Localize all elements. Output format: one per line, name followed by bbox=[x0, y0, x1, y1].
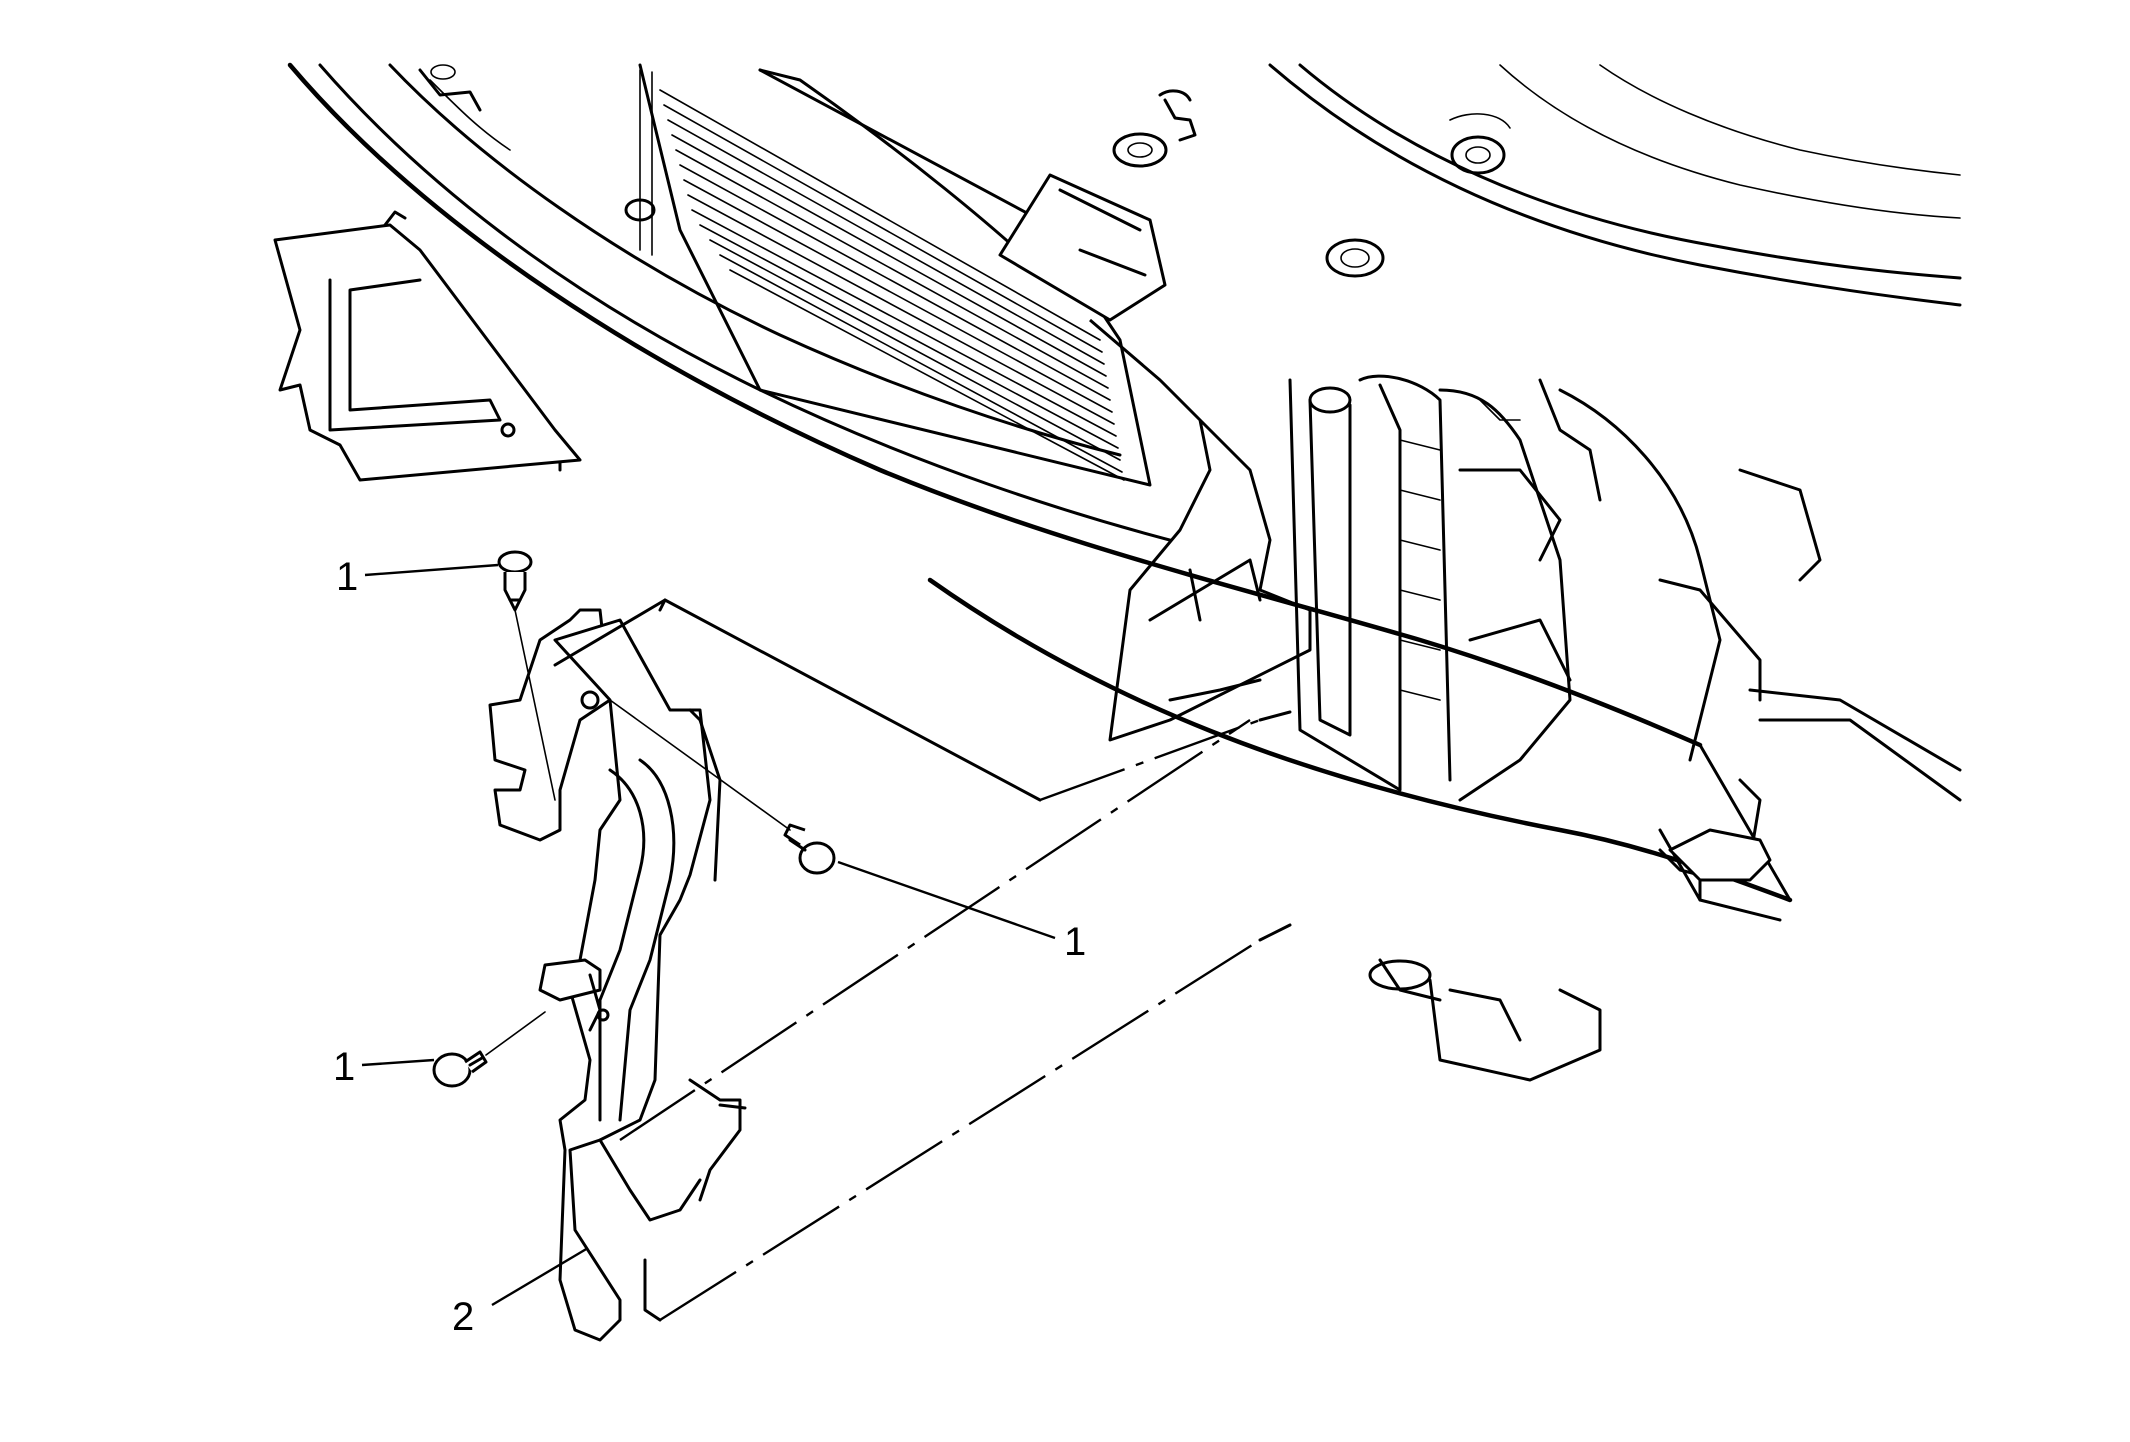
right-lower-structure bbox=[1368, 388, 1962, 1082]
callout-1-bottom: 1 bbox=[333, 1045, 355, 1089]
callout-2: 2 bbox=[452, 1295, 474, 1339]
air-baffle bbox=[998, 173, 1312, 742]
install-alignment-lines bbox=[485, 609, 791, 1056]
callout-leaders bbox=[361, 563, 1056, 1307]
deflector-panel bbox=[488, 608, 747, 1342]
retainer-top bbox=[497, 550, 533, 612]
radiator-core bbox=[624, 63, 1152, 487]
callout-1-middle: 1 bbox=[1064, 920, 1086, 964]
callout-1-top: 1 bbox=[336, 555, 358, 599]
hood-panel bbox=[1112, 63, 1962, 307]
retainer-middle bbox=[783, 823, 836, 875]
radiator-side-tank bbox=[1288, 374, 1602, 802]
callout-labels: 1 1 1 2 bbox=[333, 555, 1086, 1339]
projection-outline bbox=[553, 598, 1292, 1322]
upper-tie-bar bbox=[318, 63, 1232, 557]
retainer-bottom bbox=[432, 1050, 488, 1088]
left-fascia-bracket bbox=[273, 210, 582, 482]
bumper-impact-bar bbox=[287, 62, 1793, 922]
